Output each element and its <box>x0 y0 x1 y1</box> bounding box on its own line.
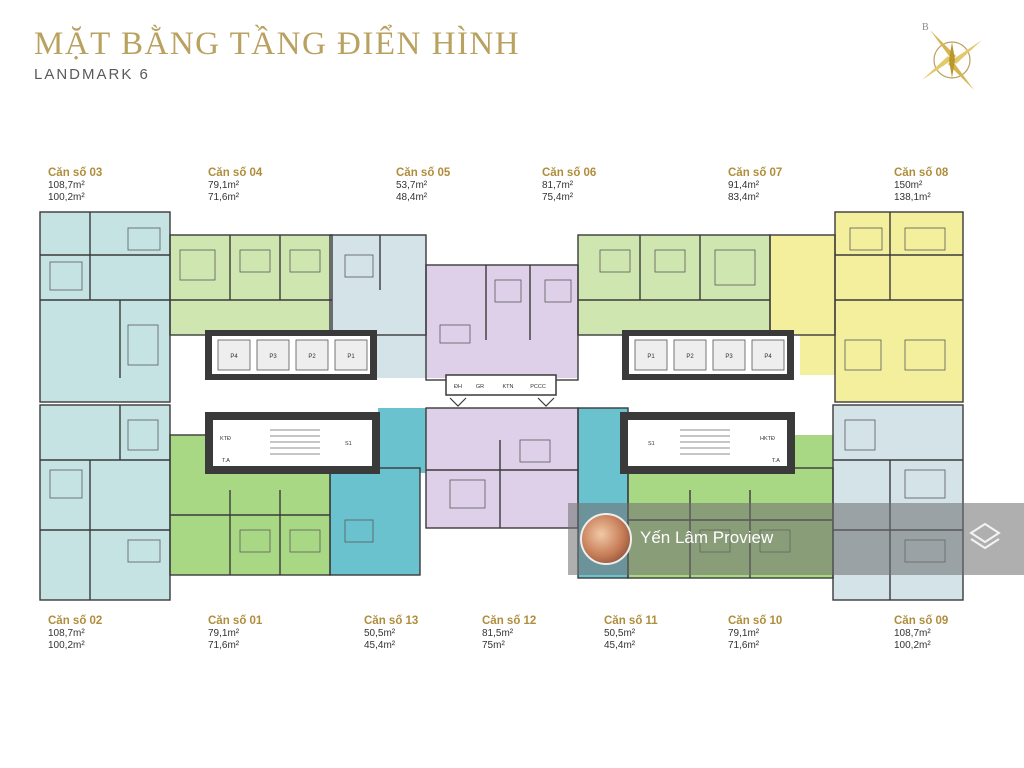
stair-label: T.A <box>222 458 230 464</box>
avatar <box>580 513 632 565</box>
lift-label: P1 <box>347 354 355 360</box>
unit-label-10: Căn số 10 79,1m² 71,6m² <box>728 615 783 651</box>
unit-label-05: Căn số 05 53,7m² 48,4m² <box>396 167 451 203</box>
lift-label: P2 <box>308 354 316 360</box>
page-title: MẶT BẰNG TẦNG ĐIỂN HÌNH <box>34 26 521 62</box>
lift-label: P2 <box>686 354 694 360</box>
unit-label-12: Căn số 12 81,5m² 75m² <box>482 615 537 651</box>
watermark-banner: Yến Lâm Proview <box>568 503 1024 575</box>
unit-04 <box>170 235 332 335</box>
stair-label: T.A <box>772 458 780 464</box>
stair-label: KTĐ <box>220 436 231 442</box>
lift-label: P1 <box>647 354 655 360</box>
lift-label: P4 <box>764 354 772 360</box>
unit-label-11: Căn số 11 50,5m² 45,4m² <box>604 615 658 651</box>
unit-02 <box>40 405 170 600</box>
unit-label-03: Căn số 03 108,7m² 100,2m² <box>48 167 103 203</box>
watermark-text: Yến Lâm Proview <box>640 528 774 547</box>
unit-label-13: Căn số 13 50,5m² 45,4m² <box>364 615 419 651</box>
unit-06-core <box>426 265 578 380</box>
unit-label-01: Căn số 01 79,1m² 71,6m² <box>208 615 263 651</box>
unit-label-09: Căn số 09 108,7m² 100,2m² <box>894 615 949 651</box>
stair-label: S1 <box>648 441 655 447</box>
unit-12 <box>426 408 578 528</box>
service-label: KTN <box>503 384 514 390</box>
page-subtitle: LANDMARK 6 <box>34 66 150 83</box>
unit-13 <box>330 468 420 575</box>
unit-label-08: Căn số 08 150m² 138,1m² <box>894 167 949 203</box>
unit-label-02: Căn số 02 108,7m² 100,2m² <box>48 615 103 651</box>
lift-label: P3 <box>269 354 277 360</box>
compass-icon: B <box>922 22 982 90</box>
lift-label: P3 <box>725 354 733 360</box>
unit-label-07: Căn số 07 91,4m² 83,4m² <box>728 167 783 203</box>
compass-label: B <box>922 22 929 33</box>
service-label: GR <box>476 384 484 390</box>
stair-label: S1 <box>345 441 352 447</box>
unit-08 <box>835 212 963 402</box>
service-core <box>445 374 557 396</box>
unit-05 <box>330 235 426 335</box>
stair-label: HKTĐ <box>760 436 775 442</box>
service-label: ĐH <box>454 384 462 390</box>
lift-label: P4 <box>230 354 238 360</box>
service-label: PCCC <box>530 384 546 390</box>
layers-logo-icon <box>969 522 1001 550</box>
unit-07 <box>770 235 835 335</box>
unit-label-06: Căn số 06 81,7m² 75,4m² <box>542 167 597 203</box>
unit-03 <box>40 212 170 402</box>
unit-label-04: Căn số 04 79,1m² 71,6m² <box>208 167 263 203</box>
